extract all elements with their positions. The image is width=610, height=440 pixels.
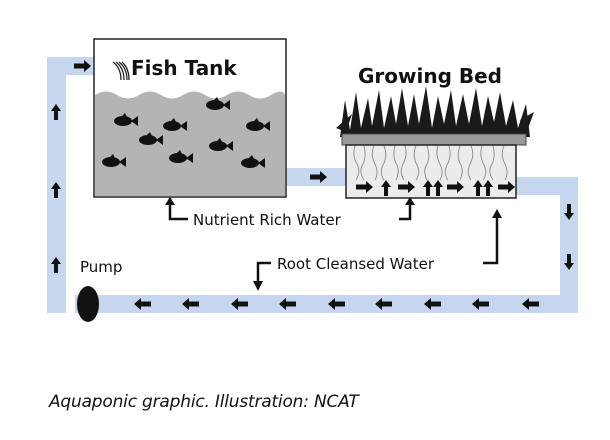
pipe-right-vertical <box>560 177 578 313</box>
water-spout-icon <box>112 61 130 81</box>
pump: Pump <box>77 258 122 322</box>
pump-icon <box>77 286 99 322</box>
roots <box>353 145 508 181</box>
fish-icon <box>163 118 187 131</box>
fish-icon <box>102 154 126 167</box>
tank-water <box>95 91 285 196</box>
fish-icon <box>206 97 230 110</box>
fish-icon <box>209 138 233 151</box>
fish-icon <box>114 113 138 126</box>
root-cleansed-bracket <box>256 214 499 284</box>
fish-icon <box>246 118 270 131</box>
fish-icon <box>139 132 163 145</box>
pump-label: Pump <box>80 258 122 276</box>
growing-bed: Growing Bed <box>336 64 534 199</box>
pipe-loop <box>47 57 578 313</box>
growing-bed-label: Growing Bed <box>358 64 502 88</box>
pipe-bed-outlet <box>515 177 578 195</box>
fish-icon <box>169 150 193 163</box>
nutrient-rich-water-label: Nutrient Rich Water <box>193 211 342 229</box>
fish-tank-label: Fish Tank <box>131 56 237 80</box>
bed-container <box>345 144 517 199</box>
nutrient-bracket-arrows <box>165 197 415 205</box>
plants-icon <box>336 86 534 137</box>
root-cleansed-water-label: Root Cleansed Water <box>277 255 435 273</box>
figure-caption: Aquaponic graphic. Illustration: NCAT <box>49 392 359 412</box>
root-cleansed-bracket-arrows <box>253 209 502 291</box>
bed-top-plate <box>341 133 527 146</box>
fish-group <box>102 97 270 168</box>
fish-icon <box>241 155 265 168</box>
pipe-bottom-return <box>75 295 578 313</box>
fish-tank: Fish Tank <box>93 38 287 198</box>
